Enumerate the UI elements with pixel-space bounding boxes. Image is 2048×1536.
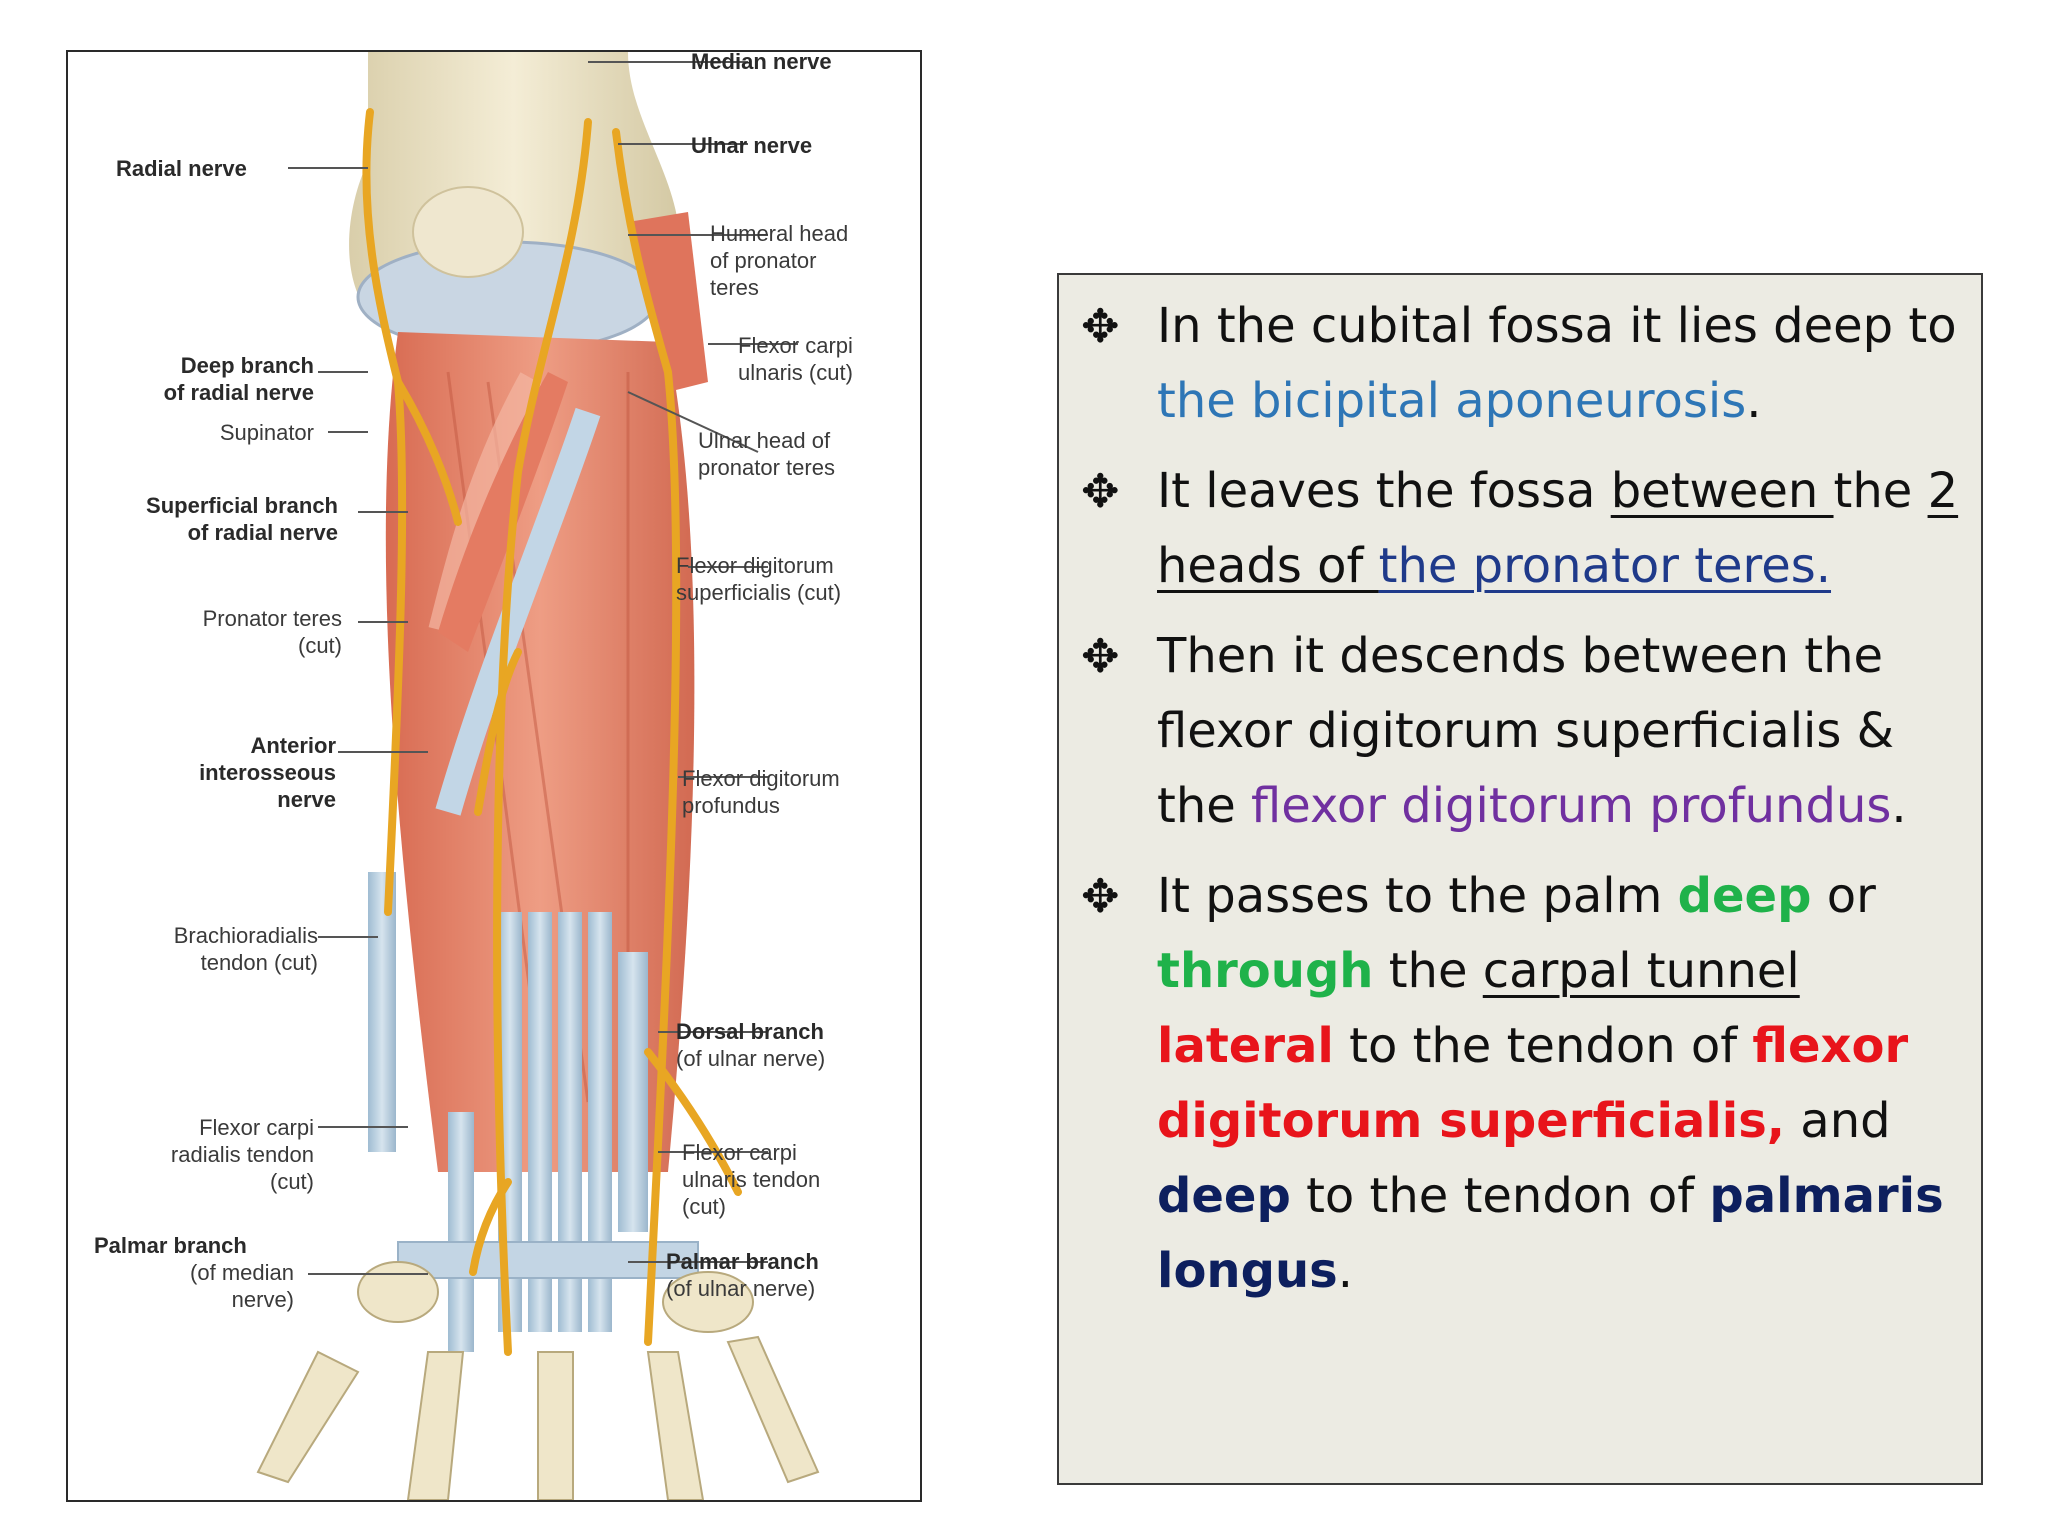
bullet-text-segment: the — [1833, 463, 1928, 519]
bullet-diamond-icon: ✥ — [1081, 629, 1120, 683]
bullet-text-segment: between — [1610, 463, 1834, 519]
label-fcu-cut: Flexor carpi ulnaris (cut) — [738, 333, 853, 385]
label-deep-branch-radial: Deep branch of radial nerve — [163, 353, 314, 405]
label-ulnar-nerve: Ulnar nerve — [691, 133, 813, 158]
bullet-diamond-icon: ✥ — [1081, 299, 1120, 353]
label-humeral-head: Humeral head of pronator teres — [710, 221, 849, 300]
label-superficial-branch-radial: Superficial branch of radial nerve — [146, 493, 338, 545]
label-brachioradialis-tendon: Brachioradialis tendon (cut) — [173, 923, 318, 975]
bullet-diamond-icon: ✥ — [1081, 869, 1120, 923]
nerves — [362, 108, 742, 1356]
bullet-item: ✥ In the cubital fossa it lies deep to th… — [1059, 289, 1981, 439]
bullet-text-segment: or — [1811, 868, 1876, 924]
bullet-item: ✥ It passes to the palm deep or through t… — [1059, 859, 1981, 1309]
forearm-illustration — [256, 52, 820, 1500]
bullet-list: ✥ In the cubital fossa it lies deep to th… — [1059, 289, 1981, 1324]
flexor-retinaculum — [397, 1241, 699, 1279]
label-fcu-tendon: Flexor carpi ulnaris tendon (cut) — [682, 1140, 821, 1219]
label-palmar-branch-ulnar: Palmar branch — [666, 1249, 819, 1274]
bullet-text-segment: . — [1891, 778, 1907, 834]
pronator-teres-muscle — [438, 372, 568, 652]
hand-bones — [256, 1261, 820, 1500]
bullet-text-segment: It leaves the fossa — [1157, 463, 1611, 519]
bullet-text-segment: palmaris longus — [1157, 1168, 1944, 1299]
bullet-text-segment: In the cubital fossa it lies deep to — [1157, 298, 1957, 354]
label-dorsal-branch: Dorsal branch — [676, 1019, 824, 1044]
bullet-text-segment: deep — [1157, 1168, 1291, 1224]
label-ulnar-head: Ulnar head of pronator teres — [698, 428, 835, 480]
label-fds-cut: Flexor digitorum superficialis (cut) — [676, 553, 842, 605]
bullet-item: ✥ It leaves the fossa between the 2 heads… — [1059, 454, 1981, 604]
bullet-item: ✥ Then it descends between the flexor dig… — [1059, 619, 1981, 844]
leader-lines — [288, 61, 798, 1275]
label-anterior-interosseous: Anterior interosseous nerve — [199, 733, 336, 812]
bullet-text-segment: through — [1157, 943, 1374, 999]
bullet-text-segment: and — [1785, 1093, 1891, 1149]
label-pronator-teres-cut: Pronator teres (cut) — [202, 606, 342, 658]
label-fdp: Flexor digitorum profundus — [682, 766, 840, 818]
bullet-text-segment: flexor digitorum profundus — [1251, 778, 1892, 834]
brachioradialis-tendon — [368, 872, 396, 1152]
notes-panel: ✥ In the cubital fossa it lies deep to th… — [1057, 273, 1983, 1485]
bullet-text-segment: carpal tunnel — [1482, 943, 1800, 999]
bullet-text-segment: . — [1746, 373, 1762, 429]
label-supinator: Supinator — [219, 420, 314, 445]
bullet-text-segment: to the tendon of — [1290, 1168, 1710, 1224]
bullet-text-segment: the — [1373, 943, 1483, 999]
label-median-nerve: Median nerve — [691, 50, 832, 74]
label-dorsal-branch-sub: (of ulnar nerve) — [676, 1046, 826, 1071]
label-palmar-branch-ulnar-sub: (of ulnar nerve) — [666, 1276, 816, 1301]
anatomy-figure: Median nerve Ulnar nerve Radial nerve Hu… — [66, 50, 922, 1502]
bullet-text-segment: lateral — [1157, 1018, 1334, 1074]
radial-nerve-path — [362, 108, 407, 916]
bullet-text-segment: the bicipital aponeurosis — [1157, 373, 1747, 429]
label-palmar-branch-median-sub: (of median nerve) — [190, 1260, 294, 1312]
label-radial-nerve: Radial nerve — [116, 156, 247, 181]
bullet-text-segment: flexor digitorum superficialis, — [1157, 1018, 1909, 1149]
bullet-text-segment: deep — [1677, 868, 1812, 924]
label-fcr-tendon: Flexor carpi radialis tendon (cut) — [170, 1115, 314, 1194]
bullet-text-segment: . — [1337, 1243, 1353, 1299]
bullet-text-segment: It passes to the palm — [1157, 868, 1678, 924]
bullet-text-segment: Then it descends between the flexor digi… — [1157, 628, 1895, 834]
bullet-text-segment: the pronator teres. — [1378, 538, 1832, 594]
bullet-text-segment: to the tendon of — [1333, 1018, 1753, 1074]
bullet-text-segment: 2 heads of — [1157, 463, 1959, 594]
median-nerve-path — [493, 118, 592, 1356]
bullet-diamond-icon: ✥ — [1081, 464, 1120, 518]
label-palmar-branch-median: Palmar branch — [94, 1233, 247, 1258]
